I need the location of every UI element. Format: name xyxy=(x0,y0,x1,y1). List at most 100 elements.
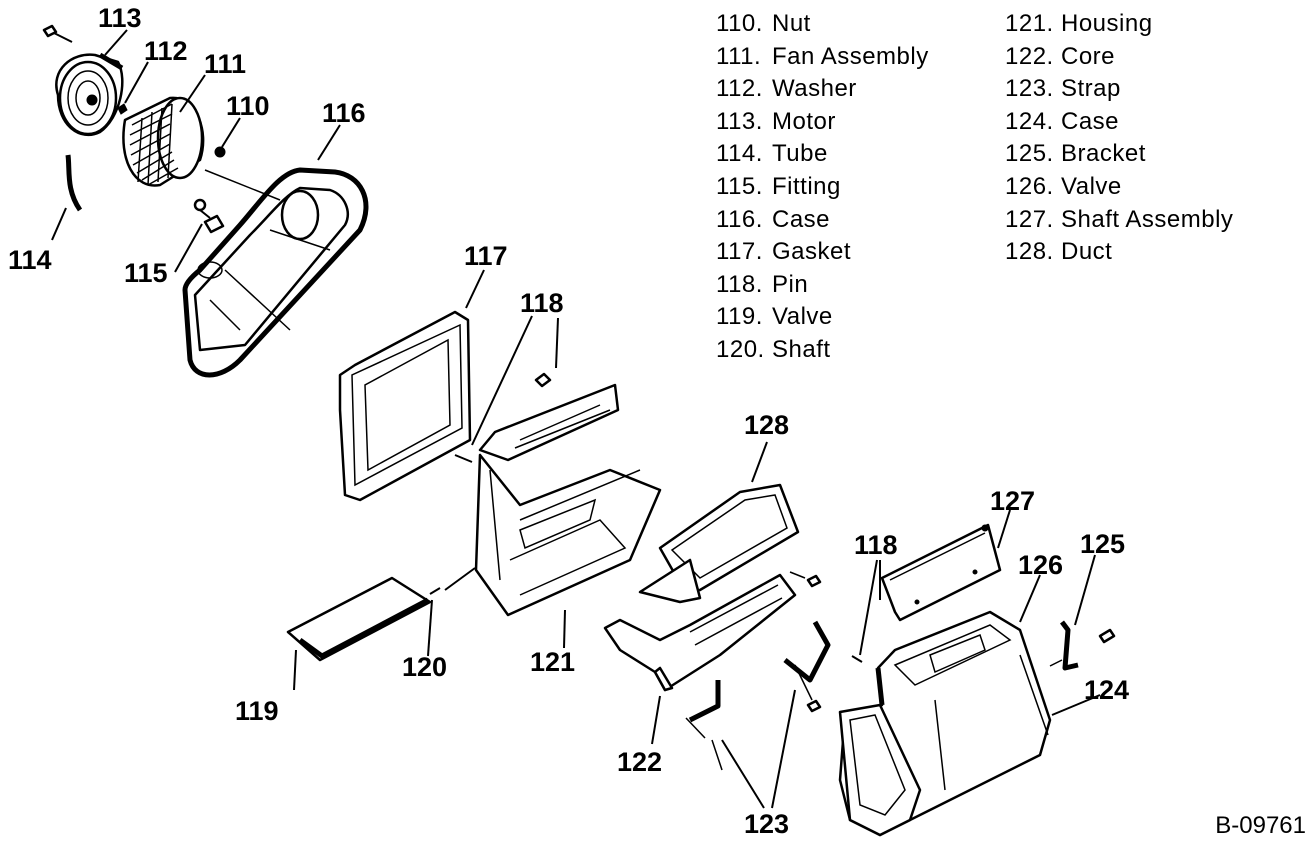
case-124-part xyxy=(838,610,1052,837)
duct-part xyxy=(638,483,822,604)
callout-113: 113 xyxy=(98,3,142,33)
shaft-120-part xyxy=(429,567,476,595)
legend-item-number: 127. xyxy=(1005,205,1054,233)
bracket-part xyxy=(1049,620,1116,671)
legend-item-label: Bracket xyxy=(1061,140,1146,168)
legend-item-label: Motor xyxy=(772,107,836,135)
legend-item: 124.Case xyxy=(1005,106,1233,139)
legend-item-label: Tube xyxy=(772,140,828,168)
legend-item-label: Valve xyxy=(1061,172,1122,200)
callout-110: 110 xyxy=(226,91,270,121)
legend-item: 115. Fitting xyxy=(716,171,929,204)
legend-item: 112. Washer xyxy=(716,73,929,106)
legend-item-label: Strap xyxy=(1061,75,1121,103)
shaft-assembly-part xyxy=(880,523,1002,622)
case-116-part xyxy=(182,167,369,378)
legend-item-number: 116. xyxy=(716,205,763,233)
callout-112: 112 xyxy=(144,36,188,66)
legend-item-label: Nut xyxy=(772,10,811,37)
legend-item-label: Shaft xyxy=(772,335,831,363)
legend-item: 118. Pin xyxy=(716,269,929,302)
housing-part xyxy=(474,383,662,617)
callout-118-lower: 118 xyxy=(854,530,898,560)
legend-item-number: 114. xyxy=(716,140,763,168)
callout-118-upper: 118 xyxy=(520,288,564,318)
legend-item-number: 122. xyxy=(1005,42,1054,70)
legend-item-label: Washer xyxy=(772,75,857,103)
core-part xyxy=(603,573,797,692)
legend-item-number: 121. xyxy=(1005,10,1054,37)
tube-part xyxy=(65,154,83,212)
legend-item: 123.Strap xyxy=(1005,73,1233,106)
valve-119-part xyxy=(286,576,432,662)
legend-item: 120.Shaft xyxy=(716,334,929,367)
legend-item: 121. Housing xyxy=(1005,8,1233,41)
legend-item-label: Case xyxy=(1061,107,1120,135)
callout-125: 125 xyxy=(1080,529,1125,559)
callout-116: 116 xyxy=(322,98,366,128)
legend-item: 119. Valve xyxy=(716,301,929,334)
legend-item: 116. Case xyxy=(716,204,929,237)
nut-part xyxy=(214,146,226,158)
fitting-part xyxy=(193,198,225,234)
legend-item-label: Case xyxy=(772,205,831,233)
callout-119: 119 xyxy=(235,696,279,726)
legend-item: 127.Shaft Assembly xyxy=(1005,204,1233,237)
callout-123: 123 xyxy=(744,809,789,839)
legend-item-number: 126. xyxy=(1005,172,1054,200)
motor-part xyxy=(55,52,124,137)
legend-item-label: Fan Assembly xyxy=(772,42,929,70)
legend-item: 125.Bracket xyxy=(1005,138,1233,171)
legend-item: 111. Fan Assembly xyxy=(716,41,929,74)
legend-item-label: Pin xyxy=(772,270,809,298)
callout-128: 128 xyxy=(744,410,789,440)
legend-item: 117. Gasket xyxy=(716,236,929,269)
callout-126: 126 xyxy=(1018,550,1063,580)
legend-item-number: 112. xyxy=(716,75,763,103)
legend-item-number: 119. xyxy=(716,303,763,331)
strap-part xyxy=(685,620,831,771)
legend-item-label: Valve xyxy=(772,303,833,331)
legend-left-column: 110. Nut 111. Fan Assembly 112. Washer 113. Mot… xyxy=(716,8,929,367)
legend-item-label: Housing xyxy=(1061,10,1153,37)
legend-item-number: 113. xyxy=(716,107,763,135)
legend-item-number: 120. xyxy=(716,335,765,363)
leader-lines xyxy=(51,29,1101,809)
callout-122: 122 xyxy=(617,747,662,777)
gasket-part xyxy=(338,310,472,502)
legend-item-number: 125. xyxy=(1005,140,1054,168)
legend-item-number: 115. xyxy=(716,172,763,200)
legend-item-number: 117. xyxy=(716,238,763,266)
legend-item-label: Shaft Assembly xyxy=(1061,205,1234,233)
legend-item: 110. Nut xyxy=(716,8,929,41)
legend-item-number: 111. xyxy=(716,42,762,70)
callout-111: 111 xyxy=(204,49,246,79)
legend-item: 122.Core xyxy=(1005,41,1233,74)
legend-item-number: 123. xyxy=(1005,75,1054,103)
legend-item: 113. Motor xyxy=(716,106,929,139)
callout-114: 114 xyxy=(8,245,52,275)
screw-part xyxy=(42,24,73,43)
callout-115: 115 xyxy=(124,258,168,288)
reference-code: B-09761 xyxy=(1215,812,1306,839)
washer-part xyxy=(117,103,128,115)
pin-part xyxy=(454,454,473,463)
callout-117: 117 xyxy=(464,241,508,271)
callout-124: 124 xyxy=(1084,675,1129,705)
callout-121: 121 xyxy=(530,647,575,677)
callout-127: 127 xyxy=(990,486,1035,516)
legend-item-number: 124. xyxy=(1005,107,1054,135)
callout-120: 120 xyxy=(402,652,447,682)
legend-item-label: Gasket xyxy=(772,238,852,266)
legend-item-number: 110. xyxy=(716,10,763,37)
legend-item-label: Core xyxy=(1061,42,1116,70)
fan-assembly-part xyxy=(122,96,205,187)
legend-item-number: 118. xyxy=(716,270,763,298)
legend-item-label: Fitting xyxy=(772,172,841,200)
legend-item-label: Duct xyxy=(1061,238,1113,266)
legend-item: 128.Duct xyxy=(1005,236,1233,269)
legend-item-number: 128. xyxy=(1005,238,1054,266)
legend-item: 126.Valve xyxy=(1005,171,1233,204)
